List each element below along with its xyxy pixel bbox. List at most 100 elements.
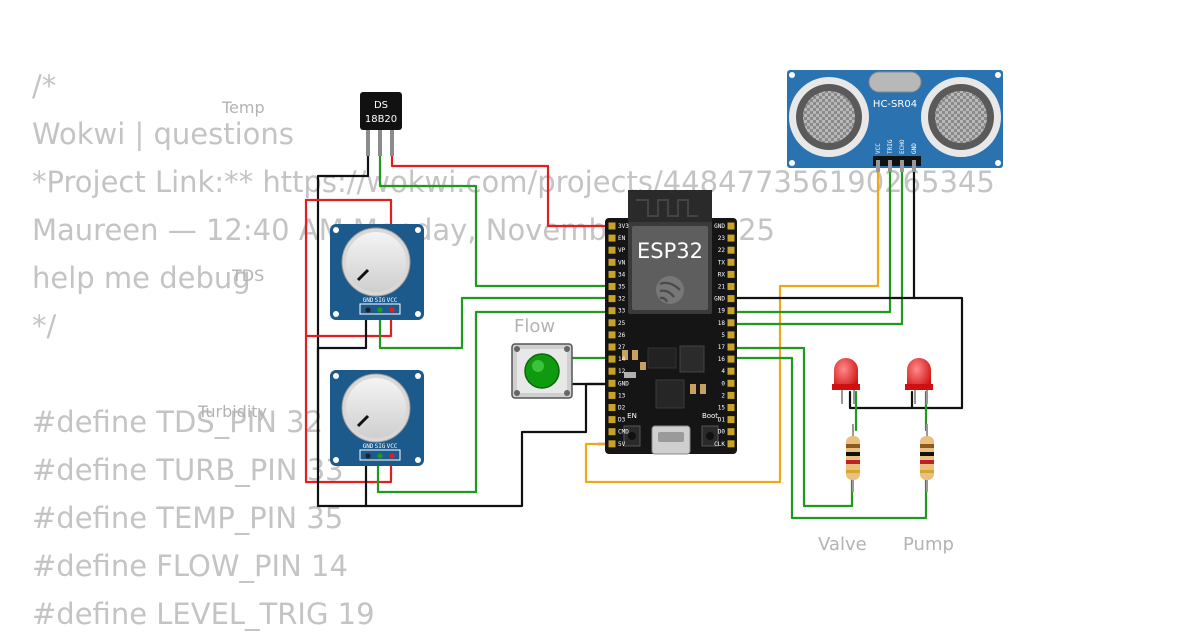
wire-hc-trig [732, 170, 892, 314]
tds-potentiometer[interactable]: GND SIG VCC [330, 224, 424, 320]
esp32-pin[interactable] [608, 355, 616, 363]
turb-pin-vcc: VCC [387, 443, 398, 450]
wire-temp-data [378, 152, 614, 288]
esp32-pin[interactable] [608, 440, 616, 448]
hc-pin-trig: TRIG [887, 139, 894, 154]
esp32-pin[interactable] [608, 295, 616, 303]
ds18b20-line1: DS [374, 100, 388, 111]
esp32-pin-label: D0 [718, 429, 726, 436]
esp32-pin[interactable] [727, 379, 735, 387]
esp32-pin[interactable] [727, 367, 735, 375]
code-line: Wokwi | questions [32, 117, 294, 151]
esp32-pin-label: 14 [618, 356, 626, 363]
esp32-pin[interactable] [608, 270, 616, 278]
hc-pin-echo: ECHO [899, 139, 906, 154]
esp32-pin-label: 23 [718, 235, 726, 242]
valve-resistor[interactable] [846, 424, 860, 492]
hcsr04-ultrasonic-sensor[interactable]: HC-SR04 VCC TRIG ECHO GND [787, 70, 1003, 172]
esp32-pin[interactable] [608, 246, 616, 254]
wire-gnd-right-rail [848, 296, 964, 410]
hcsr04-name: HC-SR04 [873, 99, 917, 110]
esp32-pin[interactable] [727, 428, 735, 436]
label-tds: TDS [231, 266, 264, 285]
esp32-pin[interactable] [608, 379, 616, 387]
code-line: #define FLOW_PIN 14 [32, 549, 348, 583]
turbidity-potentiometer[interactable]: GND SIG VCC [330, 370, 424, 466]
esp32-pin-label: 32 [618, 296, 626, 303]
esp32-pin-label: 3V3 [618, 223, 629, 230]
esp32-pin[interactable] [727, 319, 735, 327]
esp32-pin-label: 2 [721, 392, 725, 399]
label-flow: Flow [514, 316, 555, 337]
esp32-pin-label: 19 [718, 308, 726, 315]
esp32-pin-label: 12 [618, 368, 626, 375]
hc-pin-vcc: VCC [875, 143, 882, 154]
esp32-pin[interactable] [727, 343, 735, 351]
esp32-pin-label: 35 [618, 284, 626, 291]
esp32-pin[interactable] [727, 222, 735, 230]
esp32-pin-label: 17 [718, 344, 726, 351]
esp32-pin-label: RX [718, 271, 726, 278]
esp32-pin[interactable] [608, 234, 616, 242]
esp32-pin-label: GND [618, 380, 629, 387]
esp32-pin-label: D3 [618, 417, 626, 424]
wires [304, 152, 964, 520]
wire-hc-vcc [584, 170, 880, 484]
code-line: */ [32, 309, 57, 343]
esp32-pin[interactable] [608, 258, 616, 266]
esp32-pin[interactable] [727, 283, 735, 290]
esp32-pin-label: CLK [714, 441, 725, 448]
esp32-pin[interactable] [608, 404, 616, 411]
valve-led[interactable] [832, 358, 860, 404]
esp32-pin[interactable] [727, 307, 735, 315]
esp32-title: ESP32 [637, 239, 703, 263]
esp32-pin[interactable] [608, 331, 616, 339]
pump-led[interactable] [905, 358, 933, 404]
esp32-pin[interactable] [727, 416, 735, 424]
turb-pin-sig: SIG [375, 443, 386, 450]
wire-temp-gnd [316, 152, 370, 462]
esp32-pin[interactable] [608, 416, 616, 424]
pump-resistor[interactable] [920, 424, 934, 492]
wire-hc-gnd [732, 170, 916, 300]
esp32-pin-label: 27 [618, 344, 626, 351]
esp32-left-header: 3V3ENVPVN343532332526271412GND13D2D3CMD5… [608, 222, 629, 448]
hc-pin-gnd: GND [911, 143, 918, 154]
wire-turb-sig [376, 310, 614, 494]
turb-pin-gnd: GND [363, 443, 374, 450]
tds-pin-sig: SIG [375, 297, 386, 304]
esp32-pin[interactable] [727, 258, 735, 266]
esp32-pin[interactable] [727, 391, 735, 399]
esp32-pin[interactable] [727, 270, 735, 278]
esp32-pin-label: VP [618, 247, 626, 254]
esp32-pin[interactable] [608, 367, 616, 375]
esp32-pin[interactable] [608, 343, 616, 351]
flow-pushbutton[interactable] [511, 343, 573, 399]
ds18b20-sensor[interactable]: DS 18B20 [360, 92, 402, 156]
esp32-pin[interactable] [608, 428, 616, 436]
label-pump: Pump [903, 534, 954, 555]
esp32-pin[interactable] [727, 234, 735, 242]
esp32-pin[interactable] [727, 331, 735, 339]
esp32-pin-label: 5 [721, 332, 725, 339]
esp32-pin-label: 26 [618, 332, 626, 339]
ds18b20-line2: 18B20 [365, 114, 397, 125]
esp32-pin[interactable] [727, 246, 735, 254]
esp32-pin[interactable] [727, 355, 735, 363]
esp32-pin[interactable] [608, 391, 616, 399]
label-turbidity: Turbidity [197, 402, 267, 421]
wire-temp-vcc [390, 152, 614, 228]
esp32-pin[interactable] [727, 440, 735, 448]
esp32-board[interactable]: ESP32 EN Boot 3V3ENVPVN34353233252627141… [605, 190, 737, 455]
esp32-pin[interactable] [727, 404, 735, 411]
esp32-pin[interactable] [608, 283, 616, 290]
esp32-pin[interactable] [727, 295, 735, 303]
esp32-pin[interactable] [608, 319, 616, 327]
wire-vcc-rail [304, 198, 393, 484]
code-background: /*Wokwi | questions*Project Link:** http… [32, 62, 995, 638]
esp32-pin-label: 13 [618, 392, 626, 399]
esp32-pin-label: 25 [618, 320, 626, 327]
esp32-pin[interactable] [608, 222, 616, 230]
esp32-pin[interactable] [608, 307, 616, 315]
